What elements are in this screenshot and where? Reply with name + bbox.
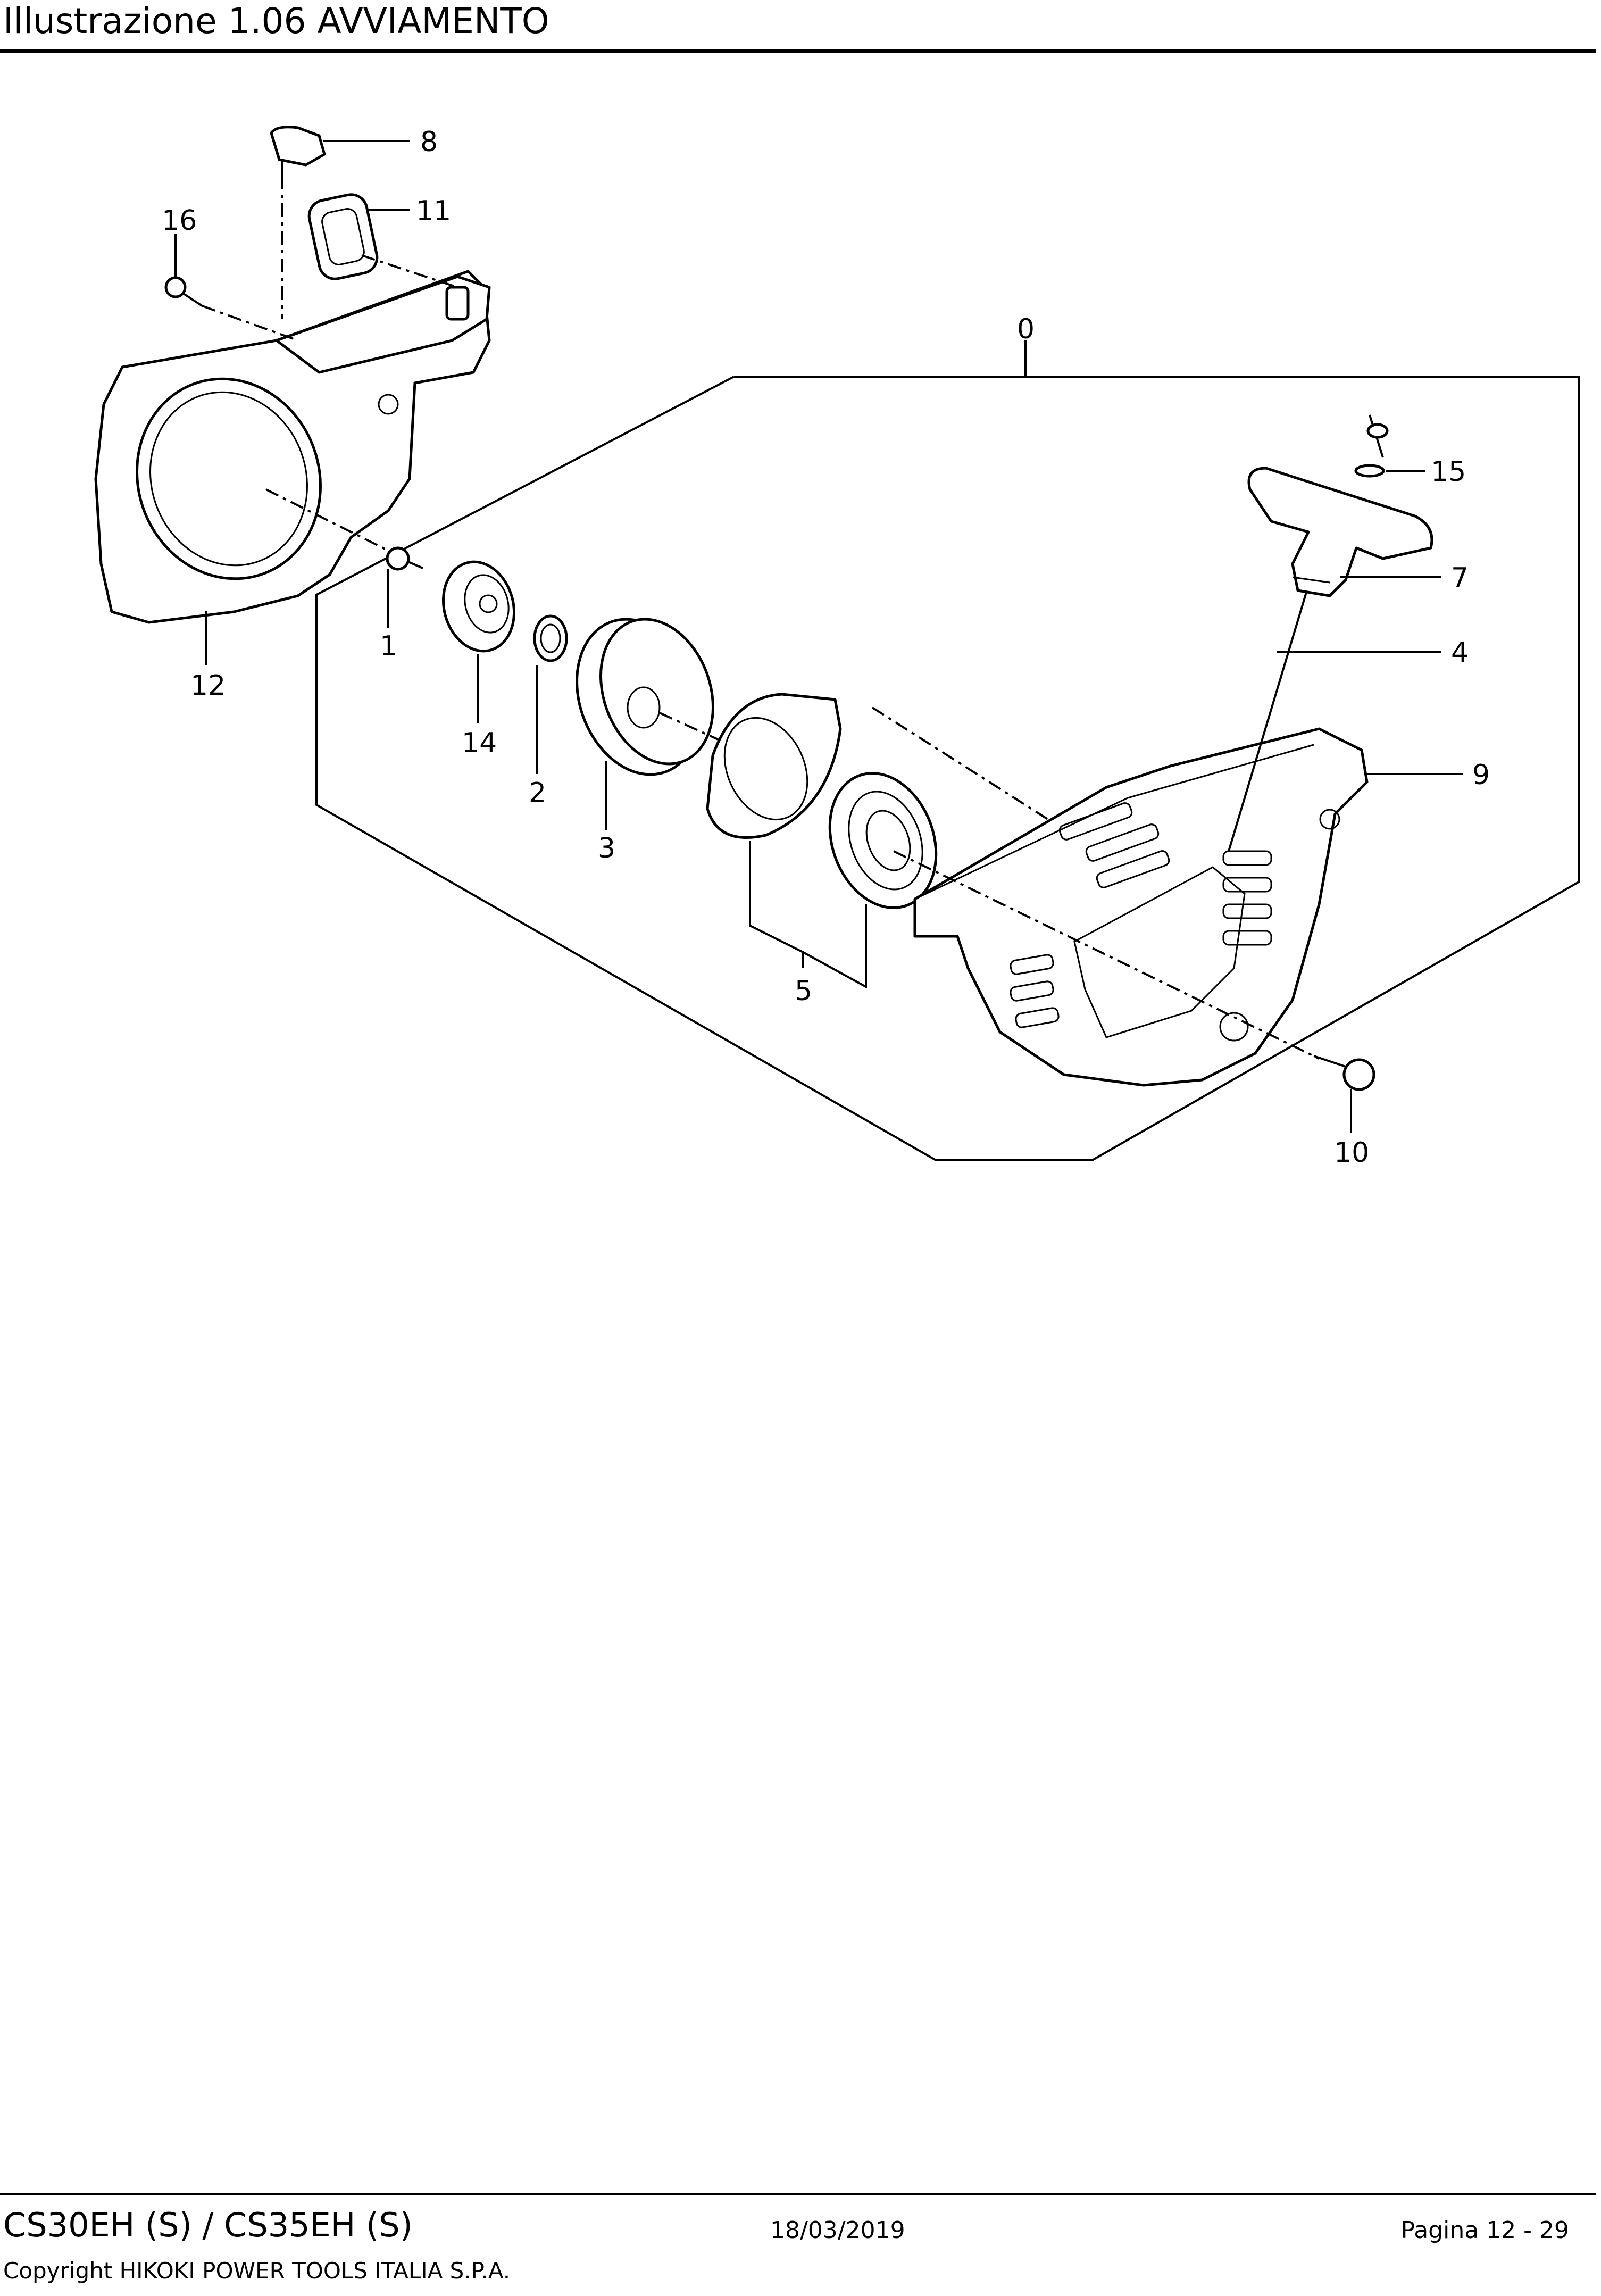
callout-0: 0	[1017, 313, 1035, 345]
callout-1: 1	[380, 630, 397, 662]
part-2-spring	[533, 614, 568, 662]
part-1-screw	[386, 546, 423, 571]
axis-dash-housing	[893, 850, 1320, 1060]
callout-9: 9	[1472, 759, 1490, 791]
part-9-starter-housing	[913, 727, 1369, 1087]
callout-14: 14	[462, 727, 497, 759]
part-5-recoil-spring	[828, 772, 938, 909]
callout-2: 2	[529, 777, 546, 809]
callout-12: 12	[190, 670, 226, 702]
axis-dash-cover	[265, 488, 389, 552]
exploded-parts-diagram: 8 11 16 0 15 7 4 9 1 12 14 2 3 5 10	[94, 126, 1580, 1169]
part-15-screw	[1354, 414, 1389, 478]
part-10-screw	[1313, 1055, 1375, 1091]
page-title: Illustrazione 1.06 AVVIAMENTO	[3, 1, 549, 41]
footer-model: CS30EH (S) / CS35EH (S)	[3, 2206, 413, 2244]
dash-16	[202, 305, 298, 342]
callout-10: 10	[1334, 1137, 1369, 1169]
callout-11: 11	[416, 195, 451, 227]
callout-5: 5	[795, 975, 812, 1007]
footer-copyright: Copyright HIKOKI POWER TOOLS ITALIA S.P.…	[3, 2258, 511, 2284]
axis-dash-reel	[659, 712, 719, 741]
part-12-starter-cover	[94, 270, 491, 624]
callout-4: 4	[1451, 637, 1469, 669]
part-7-handle-grip	[1247, 467, 1433, 597]
part-14-hub	[441, 560, 516, 653]
header-divider	[0, 49, 1596, 53]
part-16-screw	[164, 276, 203, 307]
part-4-rope	[1228, 585, 1310, 852]
callout-8: 8	[420, 126, 438, 158]
part-3-reel	[576, 618, 714, 776]
callout-15: 15	[1431, 456, 1466, 488]
footer-page-number: Pagina 12 - 29	[1400, 2217, 1569, 2244]
part-11-gasket	[307, 193, 379, 280]
footer-divider	[0, 2193, 1596, 2195]
rope-dash	[871, 706, 1049, 820]
callout-7: 7	[1451, 562, 1469, 594]
part-5-spring-case	[706, 693, 842, 839]
assembly-bracket	[315, 376, 1580, 1161]
callout-16: 16	[162, 205, 197, 237]
footer-date: 18/03/2019	[770, 2217, 905, 2244]
part-8-knob	[270, 126, 326, 176]
callout-3: 3	[598, 833, 615, 864]
dash-11	[361, 254, 458, 288]
